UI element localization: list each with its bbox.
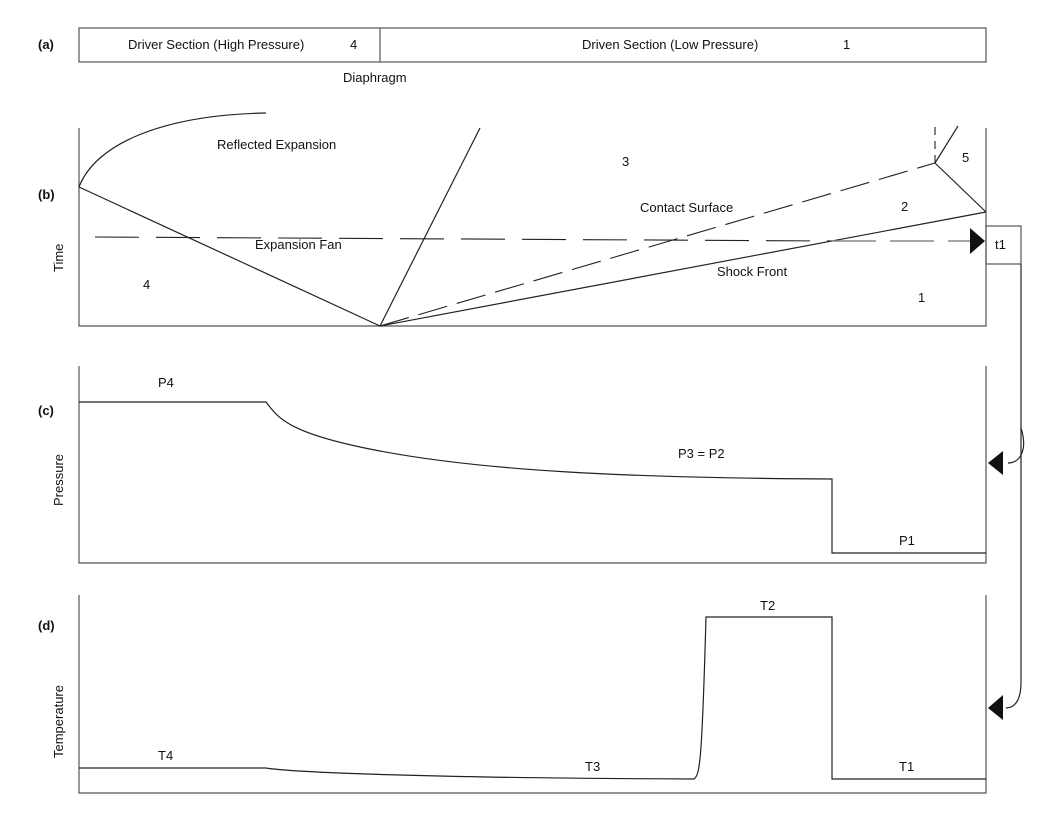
p3-p2-label: P3 = P2 [678,446,725,461]
tube-diagram: (a) Driver Section (High Pressure) 4 Dri… [38,27,987,85]
p4-label: P4 [158,375,174,390]
panel-label-b: (b) [38,187,55,202]
panel-label-c: (c) [38,403,54,418]
region-1-label: 1 [918,290,925,305]
temperature-plot: (d) Temperature T4 T3 T2 T1 [38,595,987,794]
t1-label: t1 [995,237,1006,252]
arrowhead-icon [988,695,1003,720]
reflected-expansion-label: Reflected Expansion [217,137,336,152]
contact-surface-label: Contact Surface [640,200,733,215]
pressure-axis-label: Pressure [51,454,66,506]
reflected-shock-line [934,162,987,213]
arrowhead-icon [988,451,1003,475]
t3-label: T3 [585,759,600,774]
time-axis-label: Time [51,244,66,272]
expansion-fan-tail-line [379,127,481,327]
panel-label-a: (a) [38,37,54,52]
t4-label: T4 [158,748,173,763]
region-3-label: 3 [622,154,629,169]
t2-label: T2 [760,598,775,613]
expansion-fan-label: Expansion Fan [255,237,342,252]
driven-section-label: Driven Section (Low Pressure) [582,37,758,52]
temperature-profile [79,616,986,780]
t1-box [985,225,1022,265]
t1-connector [988,264,1025,720]
panel-label-d: (d) [38,618,55,633]
temperature-frame [78,595,987,794]
shock-front-label: Shock Front [717,264,787,279]
reflected-wave-line [934,125,959,164]
driver-region-number: 4 [350,37,357,52]
expansion-fan-head-line [78,186,381,327]
region-2-label: 2 [901,199,908,214]
diaphragm-label: Diaphragm [343,70,407,85]
p1-label: P1 [899,533,915,548]
xt-frame [78,128,987,327]
pressure-plot: (c) Pressure P4 P3 = P2 P1 [38,366,987,564]
connector-line-temperature [1005,428,1022,709]
region-4-label: 4 [143,277,150,292]
pressure-profile [79,401,986,554]
time-t1-dashed-line [94,236,833,242]
temperature-axis-label: Temperature [51,685,66,758]
arrowhead-icon [970,228,985,254]
reflected-expansion-curve [78,112,267,188]
tube-outline [78,27,987,63]
t1-temperature-label: T1 [899,759,914,774]
driver-section-label: Driver Section (High Pressure) [128,37,304,52]
shock-front-line [379,211,987,327]
contact-surface-line [379,162,936,327]
pressure-frame [78,366,987,564]
region-5-label: 5 [962,150,969,165]
driven-region-number: 1 [843,37,850,52]
xt-wave-diagram: (b) Time t1 Reflected Expansion Expansio… [38,112,1022,327]
